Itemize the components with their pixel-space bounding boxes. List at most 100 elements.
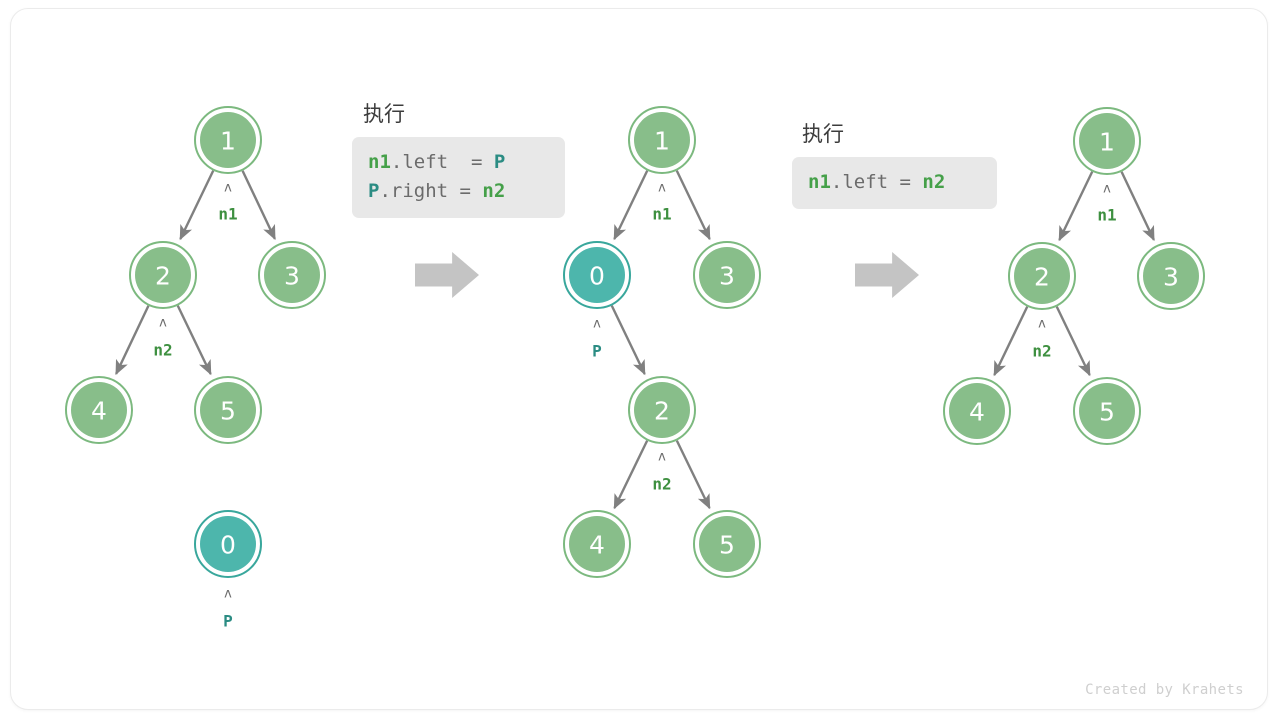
tree-node: 2 xyxy=(1008,242,1076,310)
tree-node: 4 xyxy=(563,510,631,578)
node-circle xyxy=(1014,248,1070,304)
code-line: P.right = n2 xyxy=(368,177,549,206)
node-outer-ring xyxy=(65,376,133,444)
node-circle xyxy=(135,247,191,303)
node-outer-ring xyxy=(628,106,696,174)
code-token: n1 xyxy=(808,171,831,193)
code-token: .right = xyxy=(379,179,483,202)
node-circle xyxy=(949,383,1005,439)
node-value: 1 xyxy=(1099,128,1115,157)
node-circle xyxy=(1143,248,1199,304)
step-flow-arrows xyxy=(415,252,919,298)
node-circle xyxy=(569,516,625,572)
pointer-label: n2 xyxy=(153,341,172,360)
code-token: n2 xyxy=(482,179,506,202)
node-circle xyxy=(699,516,755,572)
pointer-caret-icon: ʌ xyxy=(1103,182,1111,197)
tree-node: 5 xyxy=(194,376,262,444)
tree-node: 4 xyxy=(65,376,133,444)
node-outer-ring xyxy=(194,376,262,444)
block-arrow-1 xyxy=(415,252,479,298)
node-outer-ring xyxy=(693,510,761,578)
pointer-caret-icon: ʌ xyxy=(593,317,601,332)
tree-edge xyxy=(1058,171,1094,242)
exec-label-step3: 执行 xyxy=(802,122,844,146)
node-outer-ring xyxy=(194,510,262,578)
code-token: n1 xyxy=(368,151,391,173)
code-token: P xyxy=(493,151,506,173)
pointer-caret-icon: ʌ xyxy=(159,316,167,331)
tree-node: 2 xyxy=(628,376,696,444)
tree-node: 5 xyxy=(693,510,761,578)
node-value: 1 xyxy=(654,127,670,156)
node-value: 1 xyxy=(220,127,236,156)
node-value: 5 xyxy=(719,531,735,560)
node-circle xyxy=(71,382,127,438)
credit-text: Created by Krahets xyxy=(1085,682,1244,698)
node-circle xyxy=(200,382,256,438)
node-circle xyxy=(1079,383,1135,439)
node-value: 3 xyxy=(284,262,300,291)
node-outer-ring xyxy=(563,510,631,578)
tree-edge xyxy=(675,440,711,510)
node-outer-ring xyxy=(1008,242,1076,310)
node-value: 4 xyxy=(589,531,605,560)
node-outer-ring xyxy=(258,241,326,309)
tree-node: 3 xyxy=(1137,242,1205,310)
tree-edge xyxy=(610,305,646,376)
tree-node: 2 xyxy=(129,241,197,309)
node-value: 4 xyxy=(969,398,985,427)
tree-node: 3 xyxy=(693,241,761,309)
node-circle xyxy=(634,382,690,438)
pointer-caret-icon: ʌ xyxy=(658,181,666,196)
tree-node: 1 xyxy=(194,106,262,174)
node-value: 3 xyxy=(719,262,735,291)
node-value: 2 xyxy=(155,262,171,291)
pointer-label: n1 xyxy=(652,205,671,224)
node-circle xyxy=(634,112,690,168)
tree-edge xyxy=(613,440,649,510)
exec-label-step2: 执行 xyxy=(363,102,405,126)
tree-edge xyxy=(115,305,150,376)
node-value: 2 xyxy=(654,397,670,426)
tree-node: 0 xyxy=(563,241,631,309)
tree-edge xyxy=(179,170,215,241)
node-circle xyxy=(200,112,256,168)
code-token: P xyxy=(368,179,380,202)
tree-edge xyxy=(675,170,711,241)
node-circle xyxy=(200,516,256,572)
node-outer-ring xyxy=(129,241,197,309)
tree-node: 3 xyxy=(258,241,326,309)
tree-node: 1 xyxy=(628,106,696,174)
pointer-label: n2 xyxy=(1032,342,1051,361)
pointer-caret-icon: ʌ xyxy=(1038,317,1046,332)
tree-edge xyxy=(993,306,1029,377)
tree-edge xyxy=(1120,171,1155,242)
tree-edge xyxy=(176,305,212,376)
node-outer-ring xyxy=(1073,107,1141,175)
pointer-caret-icon: ʌ xyxy=(224,587,232,602)
tree-edge xyxy=(241,170,276,241)
block-arrow-2 xyxy=(855,252,919,298)
pointer-caret-icon: ʌ xyxy=(658,450,666,465)
node-circle xyxy=(1079,113,1135,169)
node-outer-ring xyxy=(563,241,631,309)
code-line: n1.left = P xyxy=(368,148,549,177)
code-token: .left = xyxy=(830,171,923,193)
node-outer-ring xyxy=(943,377,1011,445)
pointer-label: P xyxy=(223,612,233,631)
node-value: 3 xyxy=(1163,263,1179,292)
node-value: 2 xyxy=(1034,263,1050,292)
tree-edge xyxy=(1055,306,1091,377)
node-outer-ring xyxy=(1137,242,1205,310)
code-token: n2 xyxy=(922,171,946,193)
node-outer-ring xyxy=(628,376,696,444)
code-line: n1.left = n2 xyxy=(808,168,981,197)
pointer-label: n1 xyxy=(218,205,237,224)
node-outer-ring xyxy=(693,241,761,309)
node-value: 0 xyxy=(589,262,605,291)
